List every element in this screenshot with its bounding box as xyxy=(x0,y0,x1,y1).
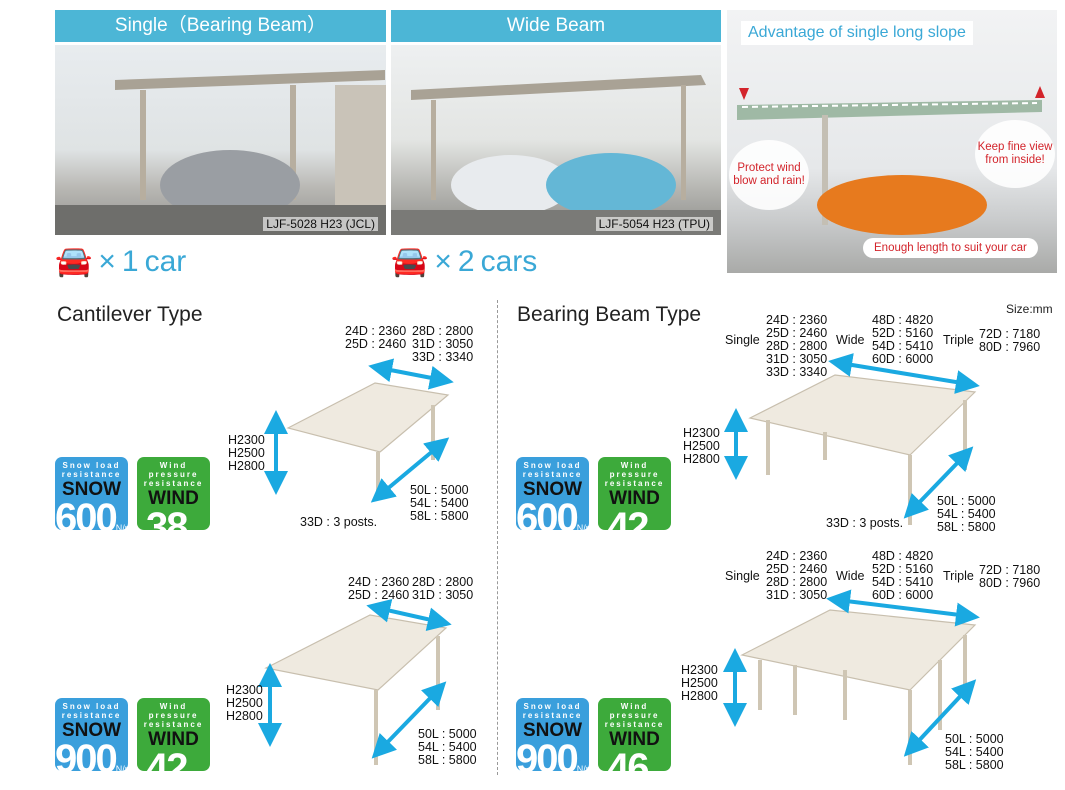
triple-label: Triple xyxy=(943,569,974,583)
length-options: 50L : 5000 54L : 5400 58L : 5800 xyxy=(937,494,996,534)
photo-caption: LJF-5054 H23 (TPU) xyxy=(595,217,713,231)
section-divider xyxy=(497,300,498,775)
length-note: Enough length to suit your car xyxy=(863,238,1038,258)
posts-note: 33D : 3 posts. xyxy=(300,515,378,529)
single-label: Single xyxy=(725,569,760,583)
cantilever-heading: Cantilever Type xyxy=(57,303,203,326)
height-options: H2300 H2500 H2800 xyxy=(681,663,718,703)
advantage-title: Advantage of single long slope xyxy=(741,21,973,45)
wide-carport-photo: LJF-5054 H23 (TPU) xyxy=(391,45,721,235)
count-unit: cars xyxy=(480,244,538,278)
single-title: Single（Bearing Beam） xyxy=(55,10,386,42)
wide-depths: 48D : 4820 52D : 5160 54D : 5410 60D : 6… xyxy=(872,549,934,602)
cantilever-roof-bottom xyxy=(264,614,448,691)
count-number: 2 xyxy=(457,244,475,278)
length-options: 50L : 5000 54L : 5400 58L : 5800 xyxy=(418,727,477,767)
single-depths: 24D : 2360 25D : 2460 28D : 2800 31D : 3… xyxy=(766,549,828,602)
bearing-beam-heading: Bearing Beam Type xyxy=(517,303,702,326)
count-unit: car xyxy=(144,244,187,278)
posts-note: 33D : 3 posts. xyxy=(826,516,904,530)
height-options: H2300 H2500 H2800 xyxy=(228,433,265,473)
protect-bubble: Protect wind blow and rain! xyxy=(729,140,809,210)
cantilever-roof-top xyxy=(286,382,450,453)
advantage-photo: Advantage of single long slope Protect w… xyxy=(727,10,1057,273)
depth-options: 28D : 2800 31D : 3050 xyxy=(412,575,474,602)
size-unit: Size:mm xyxy=(1006,302,1053,316)
depth-options: 28D : 2800 31D : 3050 33D : 3340 xyxy=(412,324,474,364)
times-sign: × xyxy=(98,244,116,278)
carport-illustration xyxy=(737,86,1045,235)
bearing-roof-top xyxy=(748,374,977,456)
length-options: 50L : 5000 54L : 5400 58L : 5800 xyxy=(410,483,469,523)
triple-depths: 72D : 7180 80D : 7960 xyxy=(979,327,1041,354)
depth-options: 24D : 2360 25D : 2460 xyxy=(345,324,407,351)
length-options: 50L : 5000 54L : 5400 58L : 5800 xyxy=(945,732,1004,772)
car-icon: 🚘 xyxy=(55,245,93,278)
car-icon: 🚘 xyxy=(391,245,429,278)
triple-depths: 72D : 7180 80D : 7960 xyxy=(979,563,1041,590)
height-options: H2300 H2500 H2800 xyxy=(226,683,263,723)
single-depths: 24D : 2360 25D : 2460 28D : 2800 31D : 3… xyxy=(766,313,828,379)
wide-title: Wide Beam xyxy=(391,10,721,42)
height-options: H2300 H2500 H2800 xyxy=(683,426,720,466)
wide-label: Wide xyxy=(836,333,865,347)
wide-label: Wide xyxy=(836,569,865,583)
single-carport-photo: LJF-5028 H23 (JCL) xyxy=(55,45,386,235)
photo-caption: LJF-5028 H23 (JCL) xyxy=(263,217,378,231)
triple-label: Triple xyxy=(943,333,974,347)
depth-options: 24D : 2360 25D : 2460 xyxy=(348,575,410,602)
wide-depths: 48D : 4820 52D : 5160 54D : 5410 60D : 6… xyxy=(872,313,934,366)
times-sign: × xyxy=(434,244,452,278)
single-label: Single xyxy=(725,333,760,347)
count-number: 1 xyxy=(121,244,139,278)
fine-view-bubble: Keep fine view from inside! xyxy=(975,120,1055,188)
